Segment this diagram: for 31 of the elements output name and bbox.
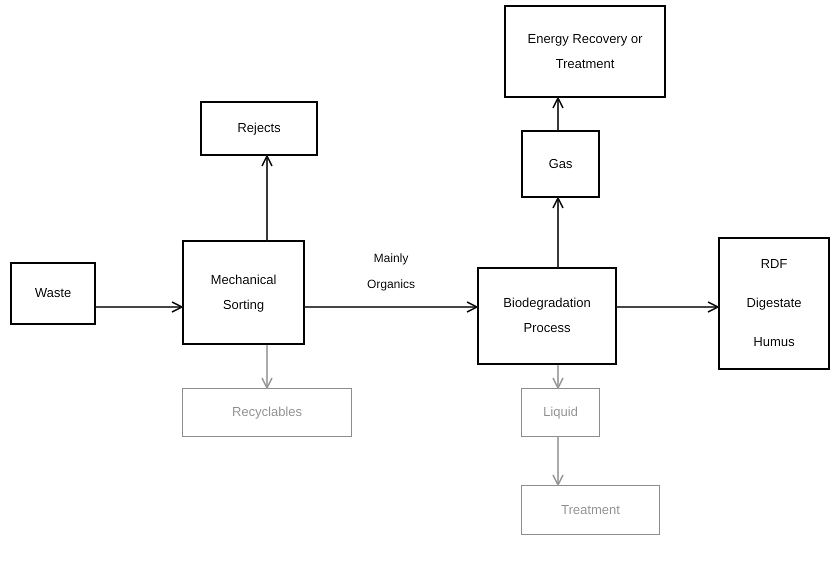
arrow	[96, 301, 183, 313]
arrow	[552, 437, 564, 486]
arrow	[552, 97, 564, 130]
process-box	[182, 240, 305, 345]
box-label: Liquid	[543, 403, 578, 422]
box-label: Humus	[753, 332, 795, 351]
process-box	[718, 237, 830, 370]
box-label: RDF	[760, 255, 788, 274]
arrow	[261, 345, 273, 389]
box-label: Treatment	[561, 500, 620, 519]
process-box	[504, 5, 666, 98]
process-box	[521, 130, 600, 198]
arrow	[552, 197, 564, 267]
arrow	[261, 155, 273, 240]
arrow	[552, 365, 564, 389]
process-box	[10, 262, 96, 325]
process-box	[200, 101, 318, 156]
box-label: Biodegradation Process	[502, 294, 592, 337]
box-label: Recyclables	[232, 403, 302, 422]
box-label: Gas	[548, 154, 572, 173]
arrow	[305, 301, 478, 313]
process-box	[182, 388, 352, 437]
box-label: Rejects	[237, 119, 281, 138]
process-box	[477, 267, 617, 365]
box-label: Energy Recovery or Treatment	[526, 30, 644, 72]
process-box	[521, 485, 660, 535]
process-box	[521, 388, 600, 437]
box-label: Mechanical Sorting	[210, 270, 278, 314]
box-label: Digestate	[746, 294, 802, 312]
arrow	[617, 301, 719, 313]
box-label: Waste	[34, 284, 72, 302]
